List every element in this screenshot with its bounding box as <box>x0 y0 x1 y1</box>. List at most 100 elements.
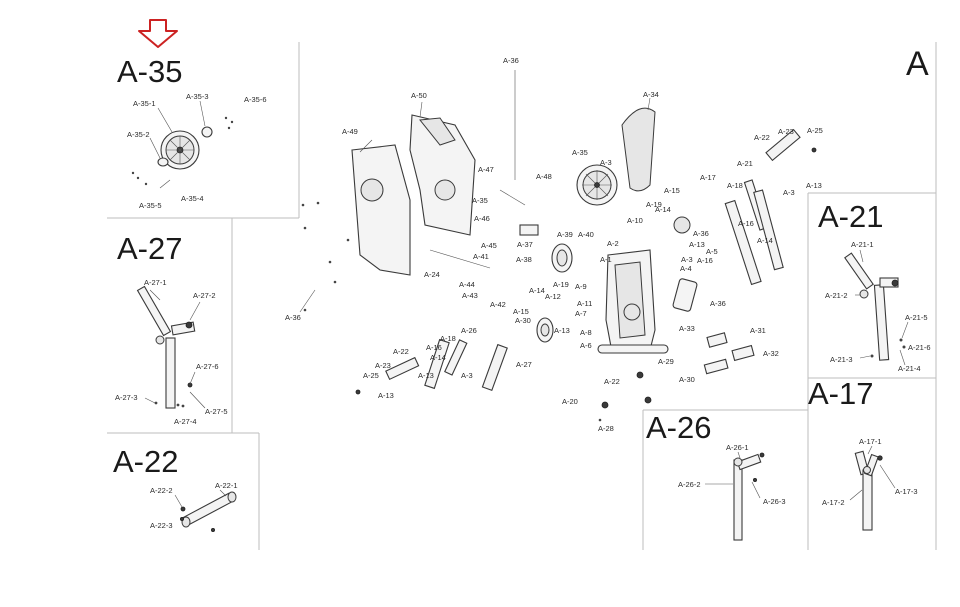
a35-wheel-drawing <box>131 100 234 189</box>
label-main: A-20 <box>562 397 578 406</box>
label-main: A-14 <box>757 236 773 245</box>
label-a27-1: A-27-1 <box>144 278 167 287</box>
label-a35-3: A-35-3 <box>186 92 209 101</box>
label-main: A-16 <box>426 343 442 352</box>
label-a27-3: A-27-3 <box>115 393 138 402</box>
label-a21-5: A-21-5 <box>905 313 928 322</box>
label-main: A-41 <box>473 252 489 261</box>
label-main: A-38 <box>516 255 532 264</box>
label-main: A-32 <box>763 349 779 358</box>
label-main: A-36 <box>503 56 519 65</box>
panel-title-a22: A-22 <box>113 444 178 479</box>
label-a21-4: A-21-4 <box>898 364 921 373</box>
label-main: A-25 <box>363 371 379 380</box>
label-a21-3: A-21-3 <box>830 355 853 364</box>
label-main: A-19 <box>553 280 569 289</box>
label-a22-3: A-22-3 <box>150 521 173 530</box>
label-main: A-37 <box>517 240 533 249</box>
label-main: A-25 <box>807 126 823 135</box>
panel-borders <box>107 42 937 550</box>
label-a27-5: A-27-5 <box>205 407 228 416</box>
label-main: A-28 <box>598 424 614 433</box>
panel-title-main: A <box>906 45 929 83</box>
label-main: A-9 <box>575 282 587 291</box>
label-main: A-15 <box>513 307 529 316</box>
label-main: A-24 <box>424 270 440 279</box>
label-main: A-3 <box>681 255 693 264</box>
callout-labels: A-35-1 A-35-2 A-35-3 A-35-4 A-35-5 A-35-… <box>115 56 931 530</box>
a21-arm-drawing <box>844 249 909 366</box>
label-main: A-35 <box>472 196 488 205</box>
label-main: A-14 <box>529 286 545 295</box>
label-a35-5: A-35-5 <box>139 201 162 210</box>
label-main: A-4 <box>680 264 692 273</box>
label-a26-3: A-26-3 <box>763 497 786 506</box>
panel-title-a27: A-27 <box>117 231 182 266</box>
label-a26-2: A-26-2 <box>678 480 701 489</box>
label-main: A-22 <box>393 347 409 356</box>
label-a17-3: A-17-3 <box>895 487 918 496</box>
label-main: A-40 <box>578 230 594 239</box>
label-main: A-14 <box>430 353 446 362</box>
label-main: A-26 <box>461 326 477 335</box>
label-main: A-11 <box>577 299 592 308</box>
label-main: A-39 <box>557 230 573 239</box>
label-main: A-46 <box>474 214 490 223</box>
label-main: A-45 <box>481 241 497 250</box>
label-a27-2: A-27-2 <box>193 291 216 300</box>
label-main: A-23 <box>375 361 391 370</box>
label-a26-1: A-26-1 <box>726 443 749 452</box>
label-a35-6: A-35-6 <box>244 95 267 104</box>
label-a21-6: A-21-6 <box>908 343 931 352</box>
label-main: A-10 <box>627 216 643 225</box>
label-a21-1: A-21-1 <box>851 240 874 249</box>
down-arrow-outline-icon <box>138 19 178 48</box>
panel-title-a17: A-17 <box>808 376 873 411</box>
panel-title-a21: A-21 <box>818 199 883 234</box>
label-a35-4: A-35-4 <box>181 194 204 203</box>
panel-title-a26: A-26 <box>646 410 711 445</box>
label-main: A-35 <box>572 148 588 157</box>
label-a22-2: A-22-2 <box>150 486 173 495</box>
label-main: A-34 <box>643 90 659 99</box>
panel-title-a35: A-35 <box>117 54 182 89</box>
label-main: A-5 <box>706 247 718 256</box>
a22-tube-drawing <box>174 489 237 533</box>
label-a27-4: A-27-4 <box>174 417 197 426</box>
label-main: A-31 <box>750 326 766 335</box>
label-main: A-36 <box>693 229 709 238</box>
label-main: A-3 <box>461 371 473 380</box>
label-main: A-17 <box>700 173 716 182</box>
label-main: A-19 <box>646 200 662 209</box>
label-main: A-22 <box>754 133 770 142</box>
label-main: A-13 <box>806 181 822 190</box>
label-main: A-36 <box>285 313 301 322</box>
label-a27-6: A-27-6 <box>196 362 219 371</box>
label-main: A-33 <box>679 324 695 333</box>
a26-arm-drawing <box>705 451 765 541</box>
label-main: A-27 <box>516 360 532 369</box>
label-a22-1: A-22-1 <box>215 481 238 490</box>
label-main: A-30 <box>515 316 531 325</box>
label-main: A-43 <box>462 291 478 300</box>
label-main: A-8 <box>580 328 592 337</box>
label-main: A-16 <box>738 219 754 228</box>
label-main: A-29 <box>658 357 674 366</box>
main-exploded-drawing <box>299 70 817 422</box>
label-main: A-16 <box>697 256 713 265</box>
label-main: A-7 <box>575 309 587 318</box>
label-main: A-3 <box>600 158 612 167</box>
label-main: A-49 <box>342 127 358 136</box>
label-main: A-14 <box>655 205 671 214</box>
label-main: A-18 <box>440 334 456 343</box>
label-main: A-22 <box>604 377 620 386</box>
label-main: A-2 <box>607 239 619 248</box>
a27-arm-drawing <box>136 285 206 409</box>
label-main: A-47 <box>478 165 494 174</box>
label-main: A-13 <box>378 391 394 400</box>
label-main: A-44 <box>459 280 475 289</box>
label-main: A-13 <box>418 371 434 380</box>
label-main: A-50 <box>411 91 427 100</box>
